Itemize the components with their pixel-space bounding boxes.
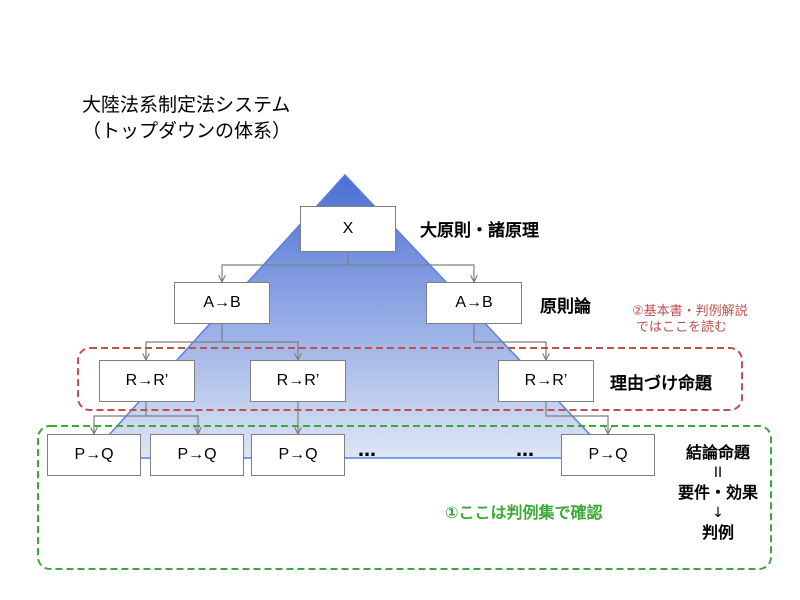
node-p-q-4: P→Q (561, 434, 655, 476)
node-x: X (300, 206, 396, 252)
note-green: ①ここは判例集で確認 (445, 503, 603, 522)
green-dashed-region (37, 425, 772, 570)
stack-equals-symbol: II (713, 465, 723, 481)
ellipsis-right: … (516, 440, 536, 461)
node-r-r-mid: R→R’ (250, 360, 346, 402)
conclusion-stack: 結論命題 II 要件・効果 ↓ 判例 (668, 442, 768, 544)
stack-precedents: 判例 (701, 523, 734, 542)
node-p-q-1: P→Q (47, 434, 141, 476)
note-red-line-1: ②基本書・判例解説 (632, 304, 748, 319)
label-reasoning-propositions: 理由づけ命題 (610, 374, 712, 394)
label-principle-theory: 原則論 (540, 297, 591, 317)
title-line-1: 大陸法系制定法システム (82, 94, 291, 116)
label-great-principles: 大原則・諸原理 (420, 221, 539, 241)
note-red-line-2: ではここを読む (636, 320, 728, 335)
node-r-r-right: R→R’ (498, 360, 594, 402)
node-a-b-right: A→B (426, 282, 522, 324)
node-a-b-left: A→B (174, 282, 270, 324)
red-dashed-region (77, 347, 743, 411)
node-p-q-3: P→Q (251, 434, 345, 476)
stack-conclusion-propositions: 結論命題 (685, 443, 750, 462)
stack-down-arrow: ↓ (712, 505, 724, 521)
node-r-r-left: R→R’ (99, 360, 195, 402)
ellipsis-left: … (358, 440, 378, 461)
node-p-q-2: P→Q (150, 434, 244, 476)
title-line-2: （トップダウンの体系） (82, 120, 292, 142)
stack-requirements-effects: 要件・効果 (677, 483, 758, 502)
